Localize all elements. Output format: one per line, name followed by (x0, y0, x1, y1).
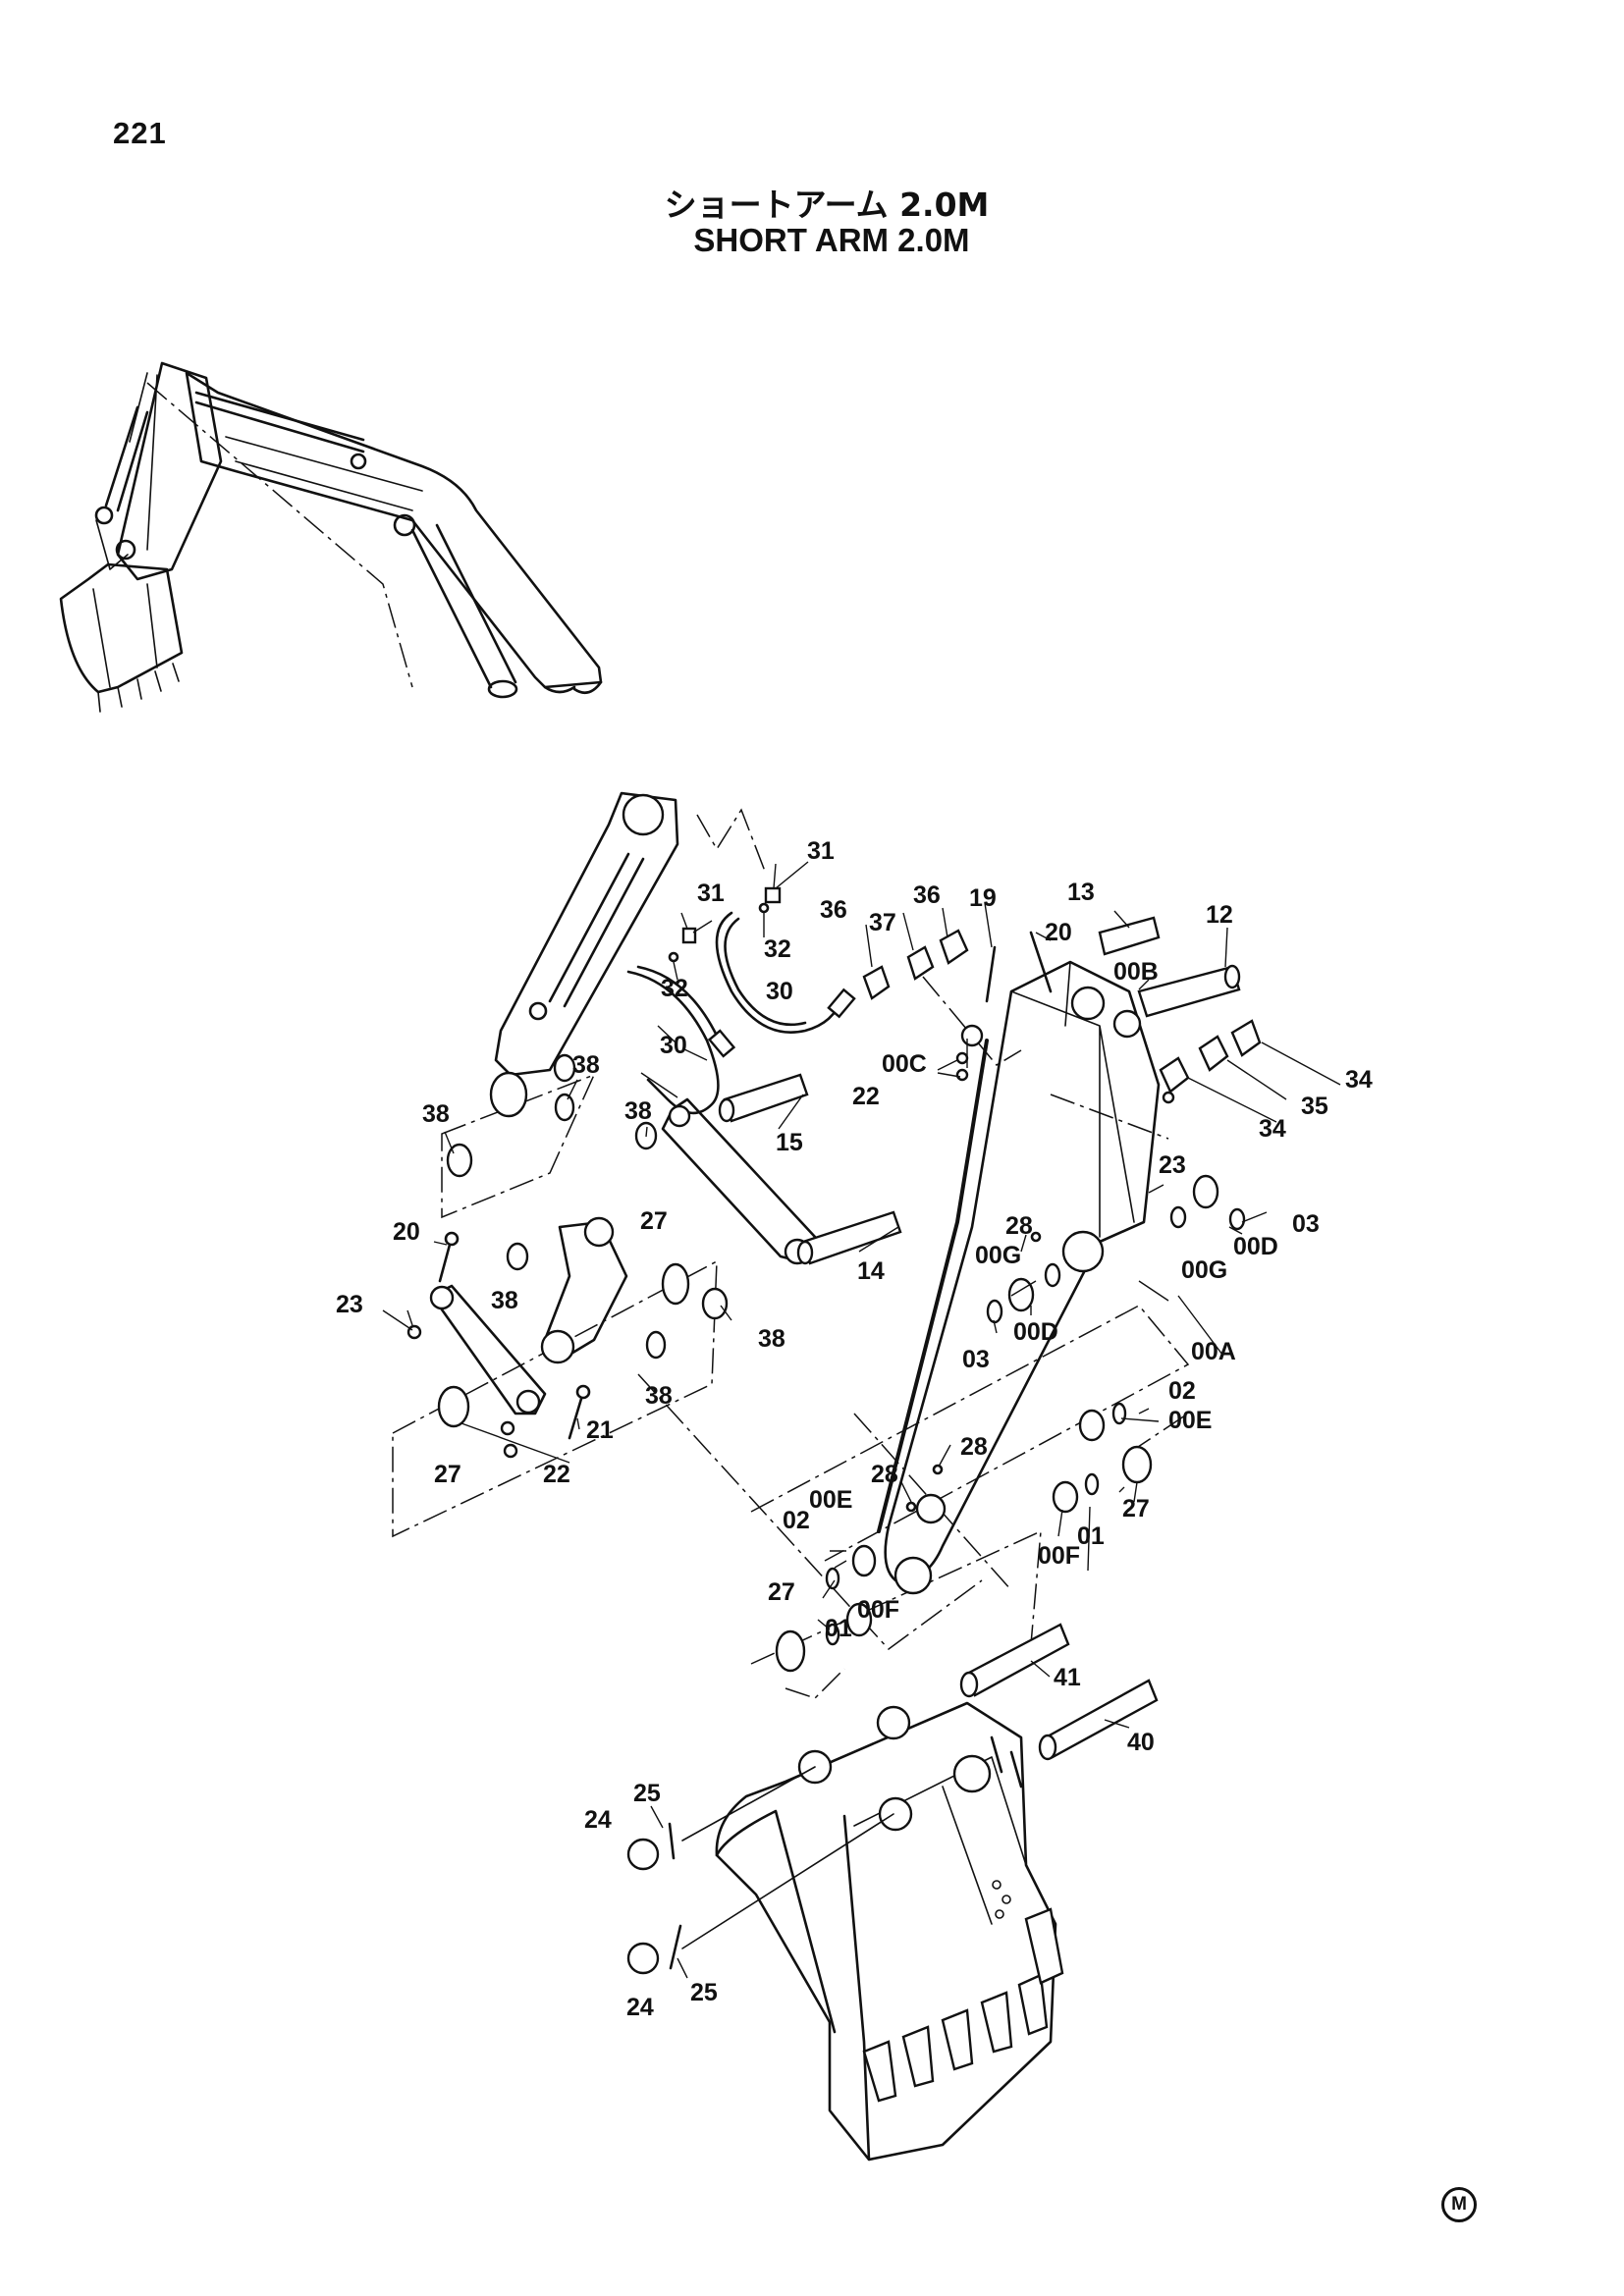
callout-00f: 00F (857, 1596, 899, 1624)
page-title-english: SHORT ARM 2.0M (693, 222, 970, 258)
callout-25: 25 (690, 1979, 718, 2006)
callout-41: 41 (1054, 1664, 1081, 1691)
callout-32: 32 (661, 975, 688, 1002)
link-assembly (406, 1073, 902, 1459)
callout-35: 35 (1301, 1093, 1328, 1120)
callout-24: 24 (584, 1806, 612, 1834)
callout-19: 19 (969, 884, 997, 912)
callout-38: 38 (758, 1325, 785, 1353)
page-number: 221 (113, 116, 167, 150)
callout-00g: 00G (975, 1242, 1021, 1269)
callout-36: 36 (820, 896, 847, 924)
callout-02: 02 (783, 1507, 810, 1534)
callout-20: 20 (1045, 919, 1072, 946)
page-title-japanese: ショートアーム 2.0M (664, 186, 990, 224)
callout-03: 03 (962, 1346, 990, 1373)
callout-01: 01 (1077, 1522, 1105, 1550)
callout-20: 20 (393, 1218, 420, 1246)
callout-38: 38 (422, 1100, 450, 1128)
callout-28: 28 (871, 1461, 898, 1488)
callout-27: 27 (434, 1461, 461, 1488)
callout-14: 14 (857, 1257, 885, 1285)
callout-13: 13 (1067, 879, 1095, 906)
callout-30: 30 (660, 1032, 687, 1059)
callout-00d: 00D (1013, 1318, 1058, 1346)
callout-22: 22 (543, 1461, 570, 1488)
callout-34: 34 (1259, 1115, 1286, 1143)
callout-22: 22 (852, 1083, 880, 1110)
callout-02: 02 (1168, 1377, 1196, 1405)
callout-36: 36 (913, 881, 941, 909)
callout-00d: 00D (1233, 1233, 1278, 1260)
callout-31: 31 (807, 837, 835, 865)
callout-34: 34 (1345, 1066, 1373, 1094)
bucket-assembly (626, 1701, 1064, 2162)
callout-03: 03 (1292, 1210, 1320, 1238)
assembly-relation-lines (392, 808, 1190, 1699)
callout-00e: 00E (809, 1486, 852, 1514)
callout-21: 21 (586, 1416, 614, 1444)
callout-31: 31 (697, 880, 725, 907)
callout-00e: 00E (1168, 1407, 1212, 1434)
machine-overview-drawing (59, 361, 603, 713)
callout-15: 15 (776, 1129, 803, 1156)
callout-12: 12 (1206, 901, 1233, 929)
callout-30: 30 (766, 978, 793, 1005)
callout-27: 27 (640, 1207, 668, 1235)
callout-27: 27 (1122, 1495, 1150, 1522)
callout-37: 37 (869, 909, 896, 936)
callout-01: 01 (825, 1615, 852, 1642)
callout-00c: 00C (882, 1050, 927, 1078)
callout-38: 38 (491, 1287, 518, 1314)
callout-leader-lines (382, 861, 1341, 1979)
callout-24: 24 (626, 1994, 654, 2021)
callout-00b: 00B (1113, 958, 1159, 986)
callout-28: 28 (1005, 1212, 1033, 1240)
callout-00f: 00F (1038, 1542, 1080, 1570)
callout-38: 38 (572, 1051, 600, 1079)
callout-28: 28 (960, 1433, 988, 1461)
callout-00a: 00A (1191, 1338, 1236, 1365)
arm-assembly (775, 916, 1262, 1673)
callout-labels: 31 31 32 32 30 30 38 38 38 38 38 38 36 3… (336, 837, 1373, 2021)
callout-27: 27 (768, 1578, 795, 1606)
callout-00g: 00G (1181, 1256, 1227, 1284)
manufacturer-mark: M (1441, 2187, 1477, 2222)
callout-23: 23 (1159, 1151, 1186, 1179)
callout-25: 25 (633, 1780, 661, 1807)
callout-23: 23 (336, 1291, 363, 1318)
callout-38: 38 (645, 1382, 673, 1410)
bucket-pins (959, 1623, 1159, 1761)
callout-40: 40 (1127, 1729, 1155, 1756)
callout-32: 32 (764, 935, 791, 963)
bucket-cylinder-assembly (489, 791, 856, 1118)
callout-38: 38 (624, 1097, 652, 1125)
